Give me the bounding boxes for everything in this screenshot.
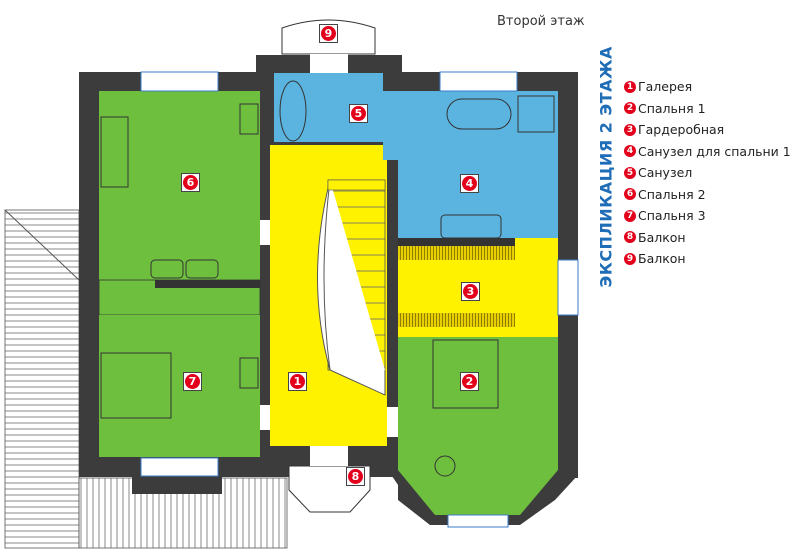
legend-number: 6: [624, 188, 636, 201]
windows: [140, 71, 579, 528]
room-badge-6: 6: [181, 173, 200, 192]
room-badge-3: 3: [461, 282, 480, 301]
room-2-bedroom: [398, 337, 558, 515]
room-badge-2: 2: [460, 372, 479, 391]
legend-label: Гардеробная: [638, 122, 725, 138]
legend-number: 5: [624, 166, 636, 179]
room-badge-8: 8: [346, 467, 365, 486]
legend-label: Спальня 2: [638, 186, 706, 202]
doors: [260, 54, 398, 466]
room-badge-9: 9: [319, 24, 338, 43]
legend-label: Балкон: [638, 229, 686, 245]
room-7-bedroom: [99, 315, 260, 457]
room-badge-4: 4: [460, 174, 479, 193]
legend-label: Балкон: [638, 251, 686, 267]
legend-label: Галерея: [638, 79, 693, 95]
legend-number: 2: [624, 102, 636, 115]
legend-number: 8: [624, 231, 636, 244]
room-6-bedroom: [99, 91, 260, 280]
legend-label: Спальня 1: [638, 100, 706, 116]
legend-number: 3: [624, 123, 636, 136]
room-badge-7: 7: [183, 372, 202, 391]
legend-number: 4: [624, 145, 636, 158]
staircase: [317, 179, 386, 396]
legend-label: Спальня 3: [638, 208, 706, 224]
legend-label: Санузел для спальни 1: [638, 143, 791, 159]
legend-title: ЭКСПЛИКАЦИЯ 2 ЭТАЖА: [596, 46, 616, 288]
room-4-bathroom: [398, 91, 558, 238]
legend-number: 7: [624, 209, 636, 222]
room-badge-5: 5: [349, 104, 368, 123]
legend-number: 9: [624, 252, 636, 265]
legend-number: 1: [624, 80, 636, 93]
room-badge-1: 1: [288, 372, 307, 391]
legend-label: Санузел: [638, 165, 693, 181]
furniture: [100, 80, 555, 477]
floor-title: Второй этаж: [497, 14, 585, 29]
